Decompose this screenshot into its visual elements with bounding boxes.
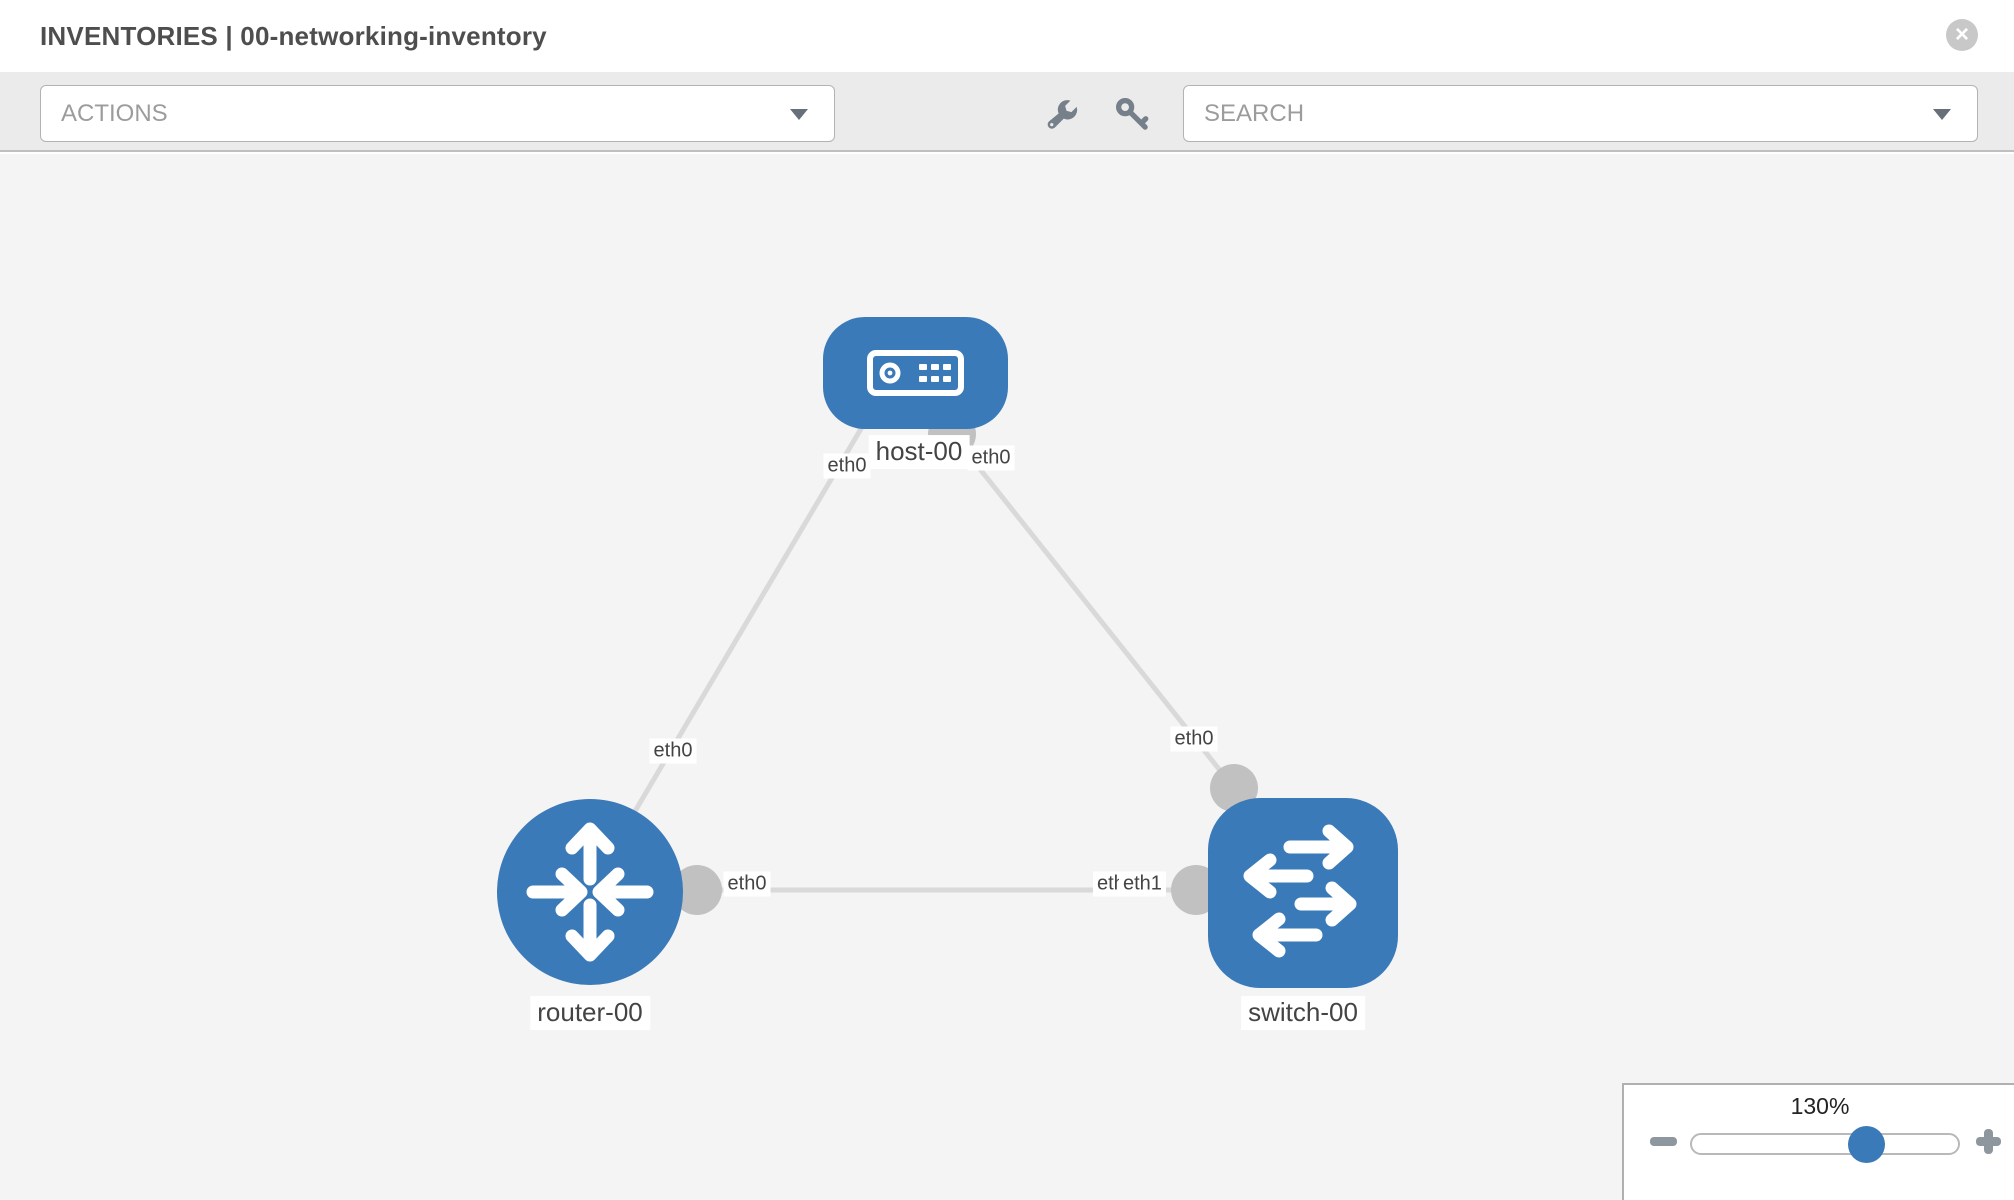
wrench-glyph [1047, 100, 1078, 129]
actions-dropdown[interactable]: ACTIONS [40, 85, 835, 142]
interface-label: eth0 [967, 445, 1015, 471]
key-icon[interactable] [1112, 94, 1152, 134]
zoom-out-icon[interactable] [1650, 1137, 1677, 1146]
zoom-slider-handle[interactable] [1848, 1126, 1885, 1163]
actions-dropdown-label: ACTIONS [61, 99, 168, 127]
link-host-router[interactable] [615, 420, 868, 842]
interface-label: eth0 [649, 738, 697, 764]
links-layer [615, 410, 1258, 915]
key-glyph [1116, 98, 1149, 130]
interface-label: eth1 [1119, 871, 1166, 897]
search-dropdown[interactable]: SEARCH [1183, 85, 1978, 142]
header: INVENTORIES | 00-networking-inventory × [0, 0, 2014, 73]
wrench-icon[interactable] [1045, 94, 1085, 134]
interface-label: eth0 [723, 871, 771, 897]
page-title: INVENTORIES | 00-networking-inventory [40, 20, 547, 51]
topology-canvas[interactable]: host-00 router-00 switch-00 eth0 eth0 et… [0, 154, 2014, 1200]
node-label-switch: switch-00 [1241, 996, 1365, 1030]
router-icon [526, 822, 654, 962]
interface-connector[interactable] [672, 865, 722, 915]
toolbar: ACTIONS SEARCH [0, 72, 2014, 152]
interface-label: eth0 [823, 453, 871, 479]
zoom-in-icon[interactable] [1976, 1129, 2001, 1154]
node-router-00[interactable] [497, 799, 683, 985]
zoom-level-value: 130% [1790, 1093, 1850, 1119]
node-host-00[interactable] [823, 317, 1008, 429]
switch-icon [1243, 824, 1357, 958]
host-icon [867, 350, 964, 396]
chevron-down-icon [790, 108, 808, 120]
node-label-host: host-00 [868, 435, 970, 469]
search-placeholder: SEARCH [1204, 99, 1305, 127]
node-switch-00[interactable] [1208, 798, 1398, 988]
interface-label: eth0 [1170, 726, 1218, 752]
chevron-down-icon [1933, 108, 1951, 120]
zoom-widget: 130% [1622, 1083, 2014, 1200]
node-label-router: router-00 [530, 996, 650, 1030]
close-icon[interactable]: × [1946, 19, 1978, 51]
zoom-slider-track[interactable] [1690, 1133, 1960, 1155]
